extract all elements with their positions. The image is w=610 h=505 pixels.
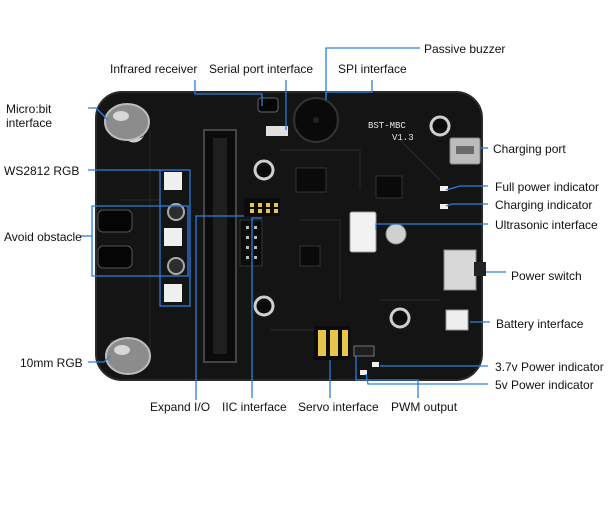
callout-ultrasonic: [375, 223, 488, 230]
label-servo: Servo interface: [298, 400, 379, 414]
callout-microbit: [88, 107, 109, 121]
ultrasonic-connector: [349, 211, 377, 253]
obstacle-sensors: [97, 203, 185, 275]
ic-chip: [299, 245, 321, 267]
callout-passive-buzzer: [325, 47, 420, 98]
callout-infrared-receiver: [194, 80, 263, 106]
label-ws2812: WS2812 RGB: [4, 164, 80, 178]
label-spi: SPI interface: [338, 62, 407, 76]
ws2812-led: [164, 172, 182, 190]
label-10mm-rgb: 10mm RGB: [20, 356, 83, 370]
label-passive-buzzer: Passive buzzer: [424, 42, 506, 56]
ws2812-leds: [164, 172, 182, 302]
callout-pwm: [355, 356, 419, 398]
callout-full-power: [445, 185, 488, 191]
iic-header: [239, 219, 263, 267]
led-37v: [372, 362, 379, 367]
label-expand-io: Expand I/O: [150, 400, 211, 414]
mounting-hole: [253, 295, 275, 317]
charging-led: [440, 204, 448, 209]
pwm-pads: [353, 345, 375, 357]
board-model-text: BST-MBC: [368, 121, 406, 131]
label-avoid-obstacle: Avoid obstacle: [4, 230, 82, 244]
label-pwm: PWM output: [391, 400, 458, 414]
battery-connector: [445, 309, 469, 331]
microbit-slot: [213, 138, 227, 354]
label-iic: IIC interface: [222, 400, 287, 414]
full-power-led: [440, 186, 448, 191]
callout-iic: [251, 217, 262, 398]
label-5v: 5v Power indicator: [495, 378, 594, 392]
label-power-switch: Power switch: [511, 269, 582, 283]
ic-chip: [375, 175, 403, 199]
label-microbit: Micro:bit interface: [6, 102, 53, 130]
label-infrared-receiver: Infrared receiver: [110, 62, 198, 76]
mounting-hole: [429, 115, 451, 137]
servo-header: [314, 326, 350, 360]
ws2812-led: [164, 228, 182, 246]
callout-avoid-obstacle: [91, 205, 189, 277]
ic-chip: [295, 167, 327, 193]
callout-expand-io: [195, 215, 244, 400]
serial-port-header: [266, 126, 288, 136]
callout-5v: [365, 373, 488, 385]
pcb-board: [95, 91, 483, 381]
label-37v: 3.7v Power indicator: [495, 360, 604, 374]
rgb-10mm-led: [105, 337, 151, 375]
label-ultrasonic: Ultrasonic interface: [495, 218, 598, 232]
mounting-hole: [389, 307, 411, 329]
callout-charging-indicator: [445, 203, 488, 207]
capacitor: [385, 223, 407, 245]
power-switch-body: [443, 249, 477, 291]
label-battery: Battery interface: [496, 317, 584, 331]
label-charging-indicator: Charging indicator: [495, 198, 593, 212]
label-full-power: Full power indicator: [495, 180, 600, 194]
label-serial-port: Serial port interface: [209, 62, 314, 76]
infrared-led-top: [104, 103, 150, 141]
board-version-text: V1.3: [392, 133, 414, 143]
ws2812-led: [164, 284, 182, 302]
callout-lines: [80, 47, 506, 400]
led-5v: [360, 370, 367, 375]
label-charging-port: Charging port: [493, 142, 566, 156]
power-switch-knob: [474, 262, 486, 276]
pcb-traces: [120, 130, 441, 360]
mounting-hole: [253, 159, 275, 181]
callout-ws2812: [88, 169, 191, 307]
infrared-receiver: [257, 97, 279, 113]
callout-10mm-rgb: [88, 355, 111, 363]
spi-header: [244, 198, 280, 216]
